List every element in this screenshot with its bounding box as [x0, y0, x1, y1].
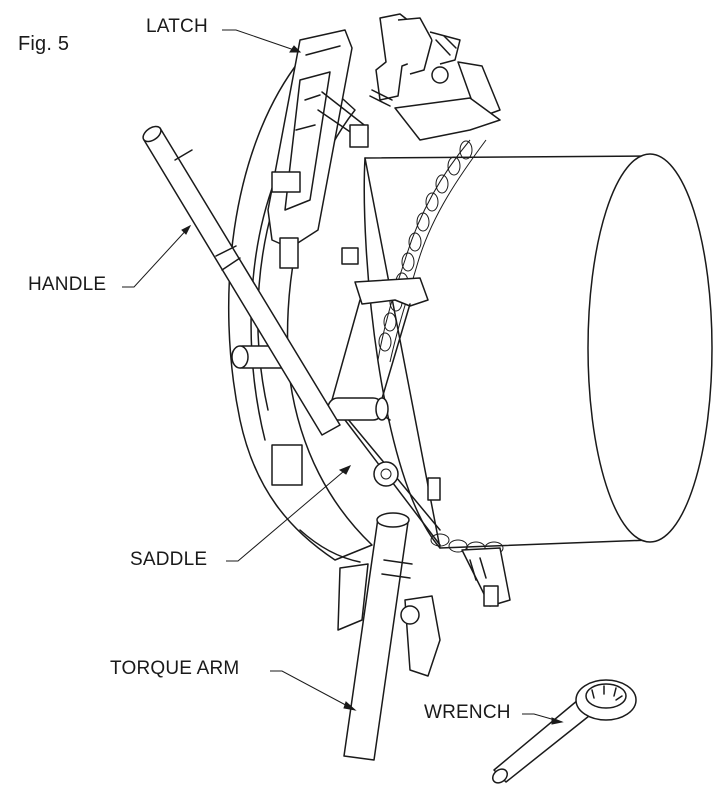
wrench	[492, 679, 637, 784]
saddle-frame	[327, 247, 441, 546]
saddle-label: SADDLE	[130, 549, 208, 570]
latch-label: LATCH	[146, 16, 208, 37]
handle	[142, 125, 341, 436]
top-hook-assembly	[349, 13, 501, 148]
latch	[267, 29, 369, 269]
torque-arm-label: TORQUE ARM	[110, 658, 240, 679]
torque-arm	[343, 512, 413, 761]
pipe	[363, 153, 713, 549]
chain	[377, 139, 504, 555]
wrench-label: WRENCH	[424, 702, 511, 723]
figure-label: Fig. 5	[18, 33, 70, 55]
bottom-hook-assembly	[337, 547, 511, 677]
handle-label: HANDLE	[28, 274, 107, 295]
leader-lines	[122, 29, 564, 725]
